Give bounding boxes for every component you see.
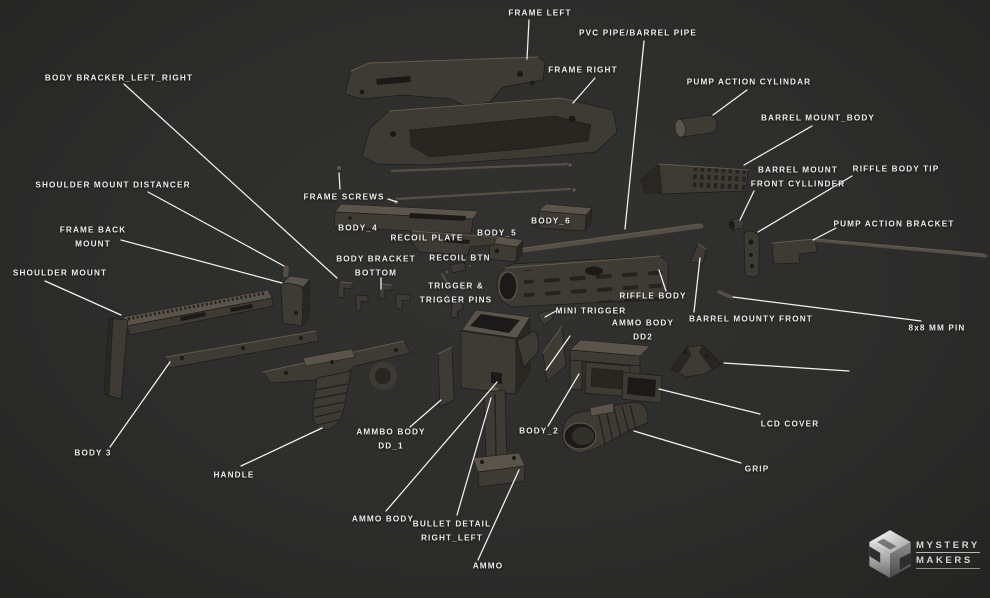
part-body-3 xyxy=(165,330,320,369)
leader-pump-action-bracket xyxy=(812,227,837,241)
part-pump-action-bracket xyxy=(771,238,818,265)
leader-shoulder-mount xyxy=(44,280,122,316)
part-frame-back-mount xyxy=(280,275,311,327)
part-body-6 xyxy=(537,203,593,232)
leader-ammo-body-dd2 xyxy=(545,335,571,371)
part-riffle-body xyxy=(496,255,669,308)
leader-barrel-mount-front-cyllinder xyxy=(739,190,755,221)
part-trigger-and-pins xyxy=(441,273,469,319)
leader-mount-plate xyxy=(723,362,850,372)
part-shoulder-mount-distancer xyxy=(283,265,289,278)
leader-mini-trigger xyxy=(544,310,557,318)
part-long-pin-rod xyxy=(812,238,988,258)
part-ammo-body-dd2-plate xyxy=(542,325,567,382)
leader-body-bracker-left-right xyxy=(123,83,338,279)
leader-ammo xyxy=(477,469,520,561)
part-mini-trigger xyxy=(537,309,554,327)
leader-shoulder-mount-distancer xyxy=(147,191,285,267)
leader-frame-screw-b xyxy=(387,198,398,203)
leader-handle xyxy=(240,427,323,467)
leader-barrel-mounty-front xyxy=(693,257,701,313)
part-riffle-body-tip-bracket xyxy=(743,230,760,278)
leader-ammo-body xyxy=(385,381,498,512)
leader-frame-back-mount xyxy=(120,239,283,284)
part-mount-plate xyxy=(670,344,723,378)
leader-barrel-mount-body xyxy=(743,125,813,166)
part-barrel-mount-body xyxy=(640,163,749,195)
logo-line2: MAKERS xyxy=(916,554,973,566)
part-pump-action-cylindar xyxy=(674,114,718,138)
part-shoulder-mount xyxy=(103,289,274,400)
logo-divider-2 xyxy=(916,567,980,569)
leader-lcd-cover xyxy=(658,388,761,415)
leader-body-2 xyxy=(547,373,580,427)
leader-riffle-body xyxy=(658,269,667,292)
part-body-brackets-row xyxy=(337,281,411,312)
part-grip xyxy=(562,402,649,454)
logo-line1: MYSTERY xyxy=(916,539,980,551)
part-body-4 xyxy=(333,203,479,235)
part-frame-right xyxy=(361,97,618,166)
leader-frame-right xyxy=(572,77,596,104)
leader-ammbo-body-dd1 xyxy=(409,399,442,428)
part-pvc-pipe xyxy=(503,223,704,258)
mystery-makers-cube-icon xyxy=(869,530,911,578)
part-bullet-detail-panel xyxy=(437,346,455,408)
part-ammo-body xyxy=(460,309,539,395)
part-frame-screws xyxy=(336,162,577,205)
part-recoil-btn xyxy=(444,261,472,275)
leader-pvc-pipe xyxy=(624,40,645,230)
leader-lines-layer xyxy=(44,19,922,561)
leader-bullet-detail xyxy=(456,397,492,516)
leader-frame-left xyxy=(526,19,530,60)
leader-body-3 xyxy=(109,361,171,448)
logo-text: MYSTERY MAKERS xyxy=(916,540,980,569)
part-lcd-cover xyxy=(621,371,663,404)
leader-pin-8x8 xyxy=(732,296,922,322)
part-frame-left xyxy=(344,56,546,108)
part-body-5 xyxy=(488,235,524,263)
part-front-cyllinder xyxy=(728,218,745,230)
leader-pump-action-cylindar xyxy=(712,89,748,116)
leader-frame-screw-a xyxy=(338,172,341,190)
part-8x8-pin xyxy=(717,290,733,299)
brand-logo: MYSTERY MAKERS xyxy=(868,529,980,579)
part-barrel-mounty-front-wedge xyxy=(689,243,707,265)
leader-grip xyxy=(633,430,742,464)
leader-riffle-body-tip xyxy=(757,175,853,233)
part-handle xyxy=(262,340,412,431)
part-recoil-plate xyxy=(407,230,498,256)
logo-divider xyxy=(916,551,980,553)
